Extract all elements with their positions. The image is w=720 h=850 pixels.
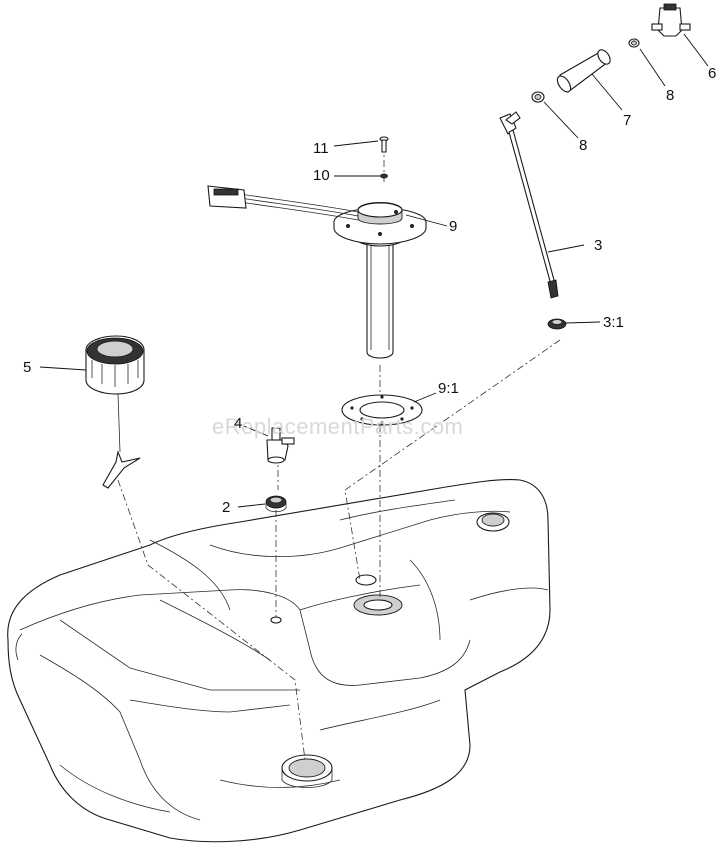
fuel-tank bbox=[7, 479, 551, 843]
callout-4: 4 bbox=[234, 415, 243, 432]
callout-3: 3 bbox=[594, 237, 603, 254]
callout-7: 7 bbox=[623, 112, 632, 129]
hose-clamp-lower bbox=[531, 91, 545, 103]
callout-2: 2 bbox=[222, 499, 231, 516]
callout-10: 10 bbox=[313, 167, 330, 184]
sender-screw bbox=[379, 136, 389, 153]
watermark-text: eReplacementParts.com bbox=[212, 414, 464, 439]
vent-valve bbox=[651, 3, 691, 37]
fuel-cap bbox=[85, 335, 145, 489]
vent-tube bbox=[499, 111, 559, 299]
callout-11: 11 bbox=[313, 140, 329, 157]
sender-washer bbox=[380, 173, 388, 179]
callout-5: 5 bbox=[23, 359, 32, 376]
vent-grommet bbox=[547, 318, 567, 330]
grommet bbox=[265, 495, 287, 513]
callout-3-1: 3:1 bbox=[603, 314, 624, 331]
callout-6: 6 bbox=[708, 65, 717, 82]
callout-9-1: 9:1 bbox=[438, 380, 459, 397]
leader-lines bbox=[39, 33, 709, 508]
callout-9: 9 bbox=[449, 218, 458, 235]
vent-hose bbox=[556, 49, 611, 93]
fuel-sender bbox=[207, 185, 427, 359]
sender-gasket bbox=[341, 394, 423, 426]
elbow-fitting bbox=[266, 427, 295, 464]
hose-clamp-upper bbox=[628, 38, 640, 48]
callout-8-upper: 8 bbox=[666, 87, 675, 104]
callout-8-lower: 8 bbox=[579, 137, 588, 154]
